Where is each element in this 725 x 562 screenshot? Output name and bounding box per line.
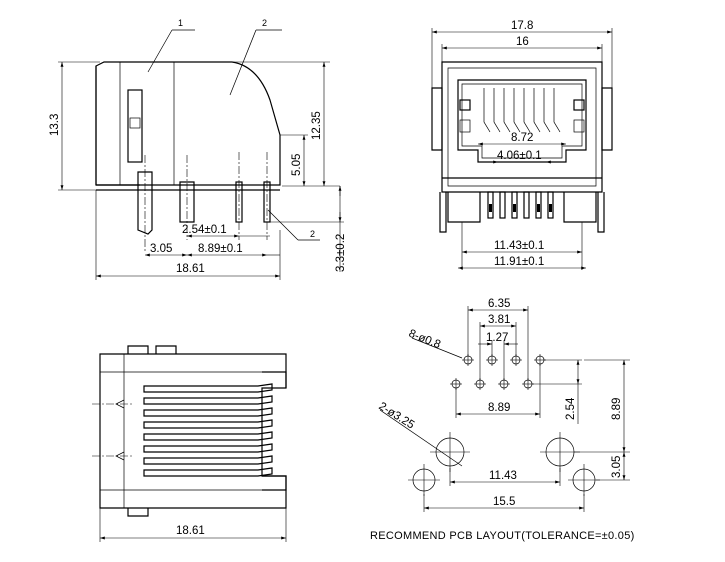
callout-1: 2 — [262, 18, 267, 28]
dim-pcb-row-gap: 2.54 — [565, 397, 577, 420]
dim-front-key-width: 4.06±0.1 — [497, 150, 542, 162]
side-view: 1 2 2 13.3 12.35 5.05 3.3±0.2 2.54±0.1 — [49, 18, 347, 280]
pcb-holes-large — [408, 432, 600, 496]
dim-pcb-large-holes: 2-ø3.25 — [376, 400, 416, 431]
front-shell — [441, 61, 603, 193]
dim-front-pin-row-b: 11.91±0.1 — [494, 256, 544, 268]
callout-2b: 2 — [310, 229, 315, 239]
front-pins — [487, 191, 554, 219]
dim-side-pin-spacing: 2.54±0.1 — [182, 224, 227, 236]
dim-side-length: 18.61 — [176, 263, 205, 275]
dim-pcb-post-span: 11.43 — [489, 470, 517, 482]
dim-top-length: 18.61 — [176, 525, 205, 537]
dim-side-height: 13.3 — [49, 114, 61, 136]
side-body-outline — [95, 61, 281, 186]
dim-pcb-row-span: 8.89 — [488, 402, 510, 414]
pcb-holes-small — [450, 354, 546, 390]
callout-2: 1 — [178, 18, 183, 28]
dim-front-pin-row-a: 11.43±0.1 — [494, 240, 544, 252]
pcb-layout-note: RECOMMEND PCB LAYOUT(TOLERANCE=±0.05) — [370, 530, 635, 542]
dim-side-12-35: 12.35 — [311, 111, 323, 140]
top-view: 18.61 — [92, 345, 287, 542]
dim-pcb-small-holes: 8-ø0.8 — [407, 328, 442, 352]
pcb-layout: 8-ø0.8 2-ø3.25 6.35 3.81 1.27 8.89 2.54 — [370, 298, 635, 542]
top-contacts — [143, 383, 273, 477]
dim-pcb-board-span: 15.5 — [493, 496, 515, 508]
dim-front-outer-width: 17.8 — [511, 20, 533, 32]
top-view-outline — [99, 353, 287, 509]
front-contacts — [483, 88, 561, 133]
front-view: 17.8 16 8.72 4.06±0.1 11.43±0.1 11.91±0.… — [431, 20, 613, 270]
dim-pcb-post-drop: 3.05 — [611, 456, 623, 478]
side-latch — [127, 89, 143, 163]
dim-pcb-span-b: 3.81 — [488, 314, 510, 326]
dim-side-post-offset: 3.05 — [150, 243, 172, 255]
dim-side-pin-length: 3.3±0.2 — [335, 234, 347, 272]
dim-side-pin-span: 8.89±0.1 — [198, 243, 243, 255]
side-post — [137, 171, 153, 235]
dim-front-inner-width: 16 — [516, 36, 529, 48]
dim-pcb-span-a: 6.35 — [488, 298, 510, 310]
dim-front-slot-width: 8.72 — [511, 132, 533, 144]
dim-side-5-05: 5.05 — [291, 154, 303, 176]
dim-pcb-pitch: 1.27 — [486, 332, 508, 344]
dim-pcb-height: 8.89 — [611, 398, 623, 420]
